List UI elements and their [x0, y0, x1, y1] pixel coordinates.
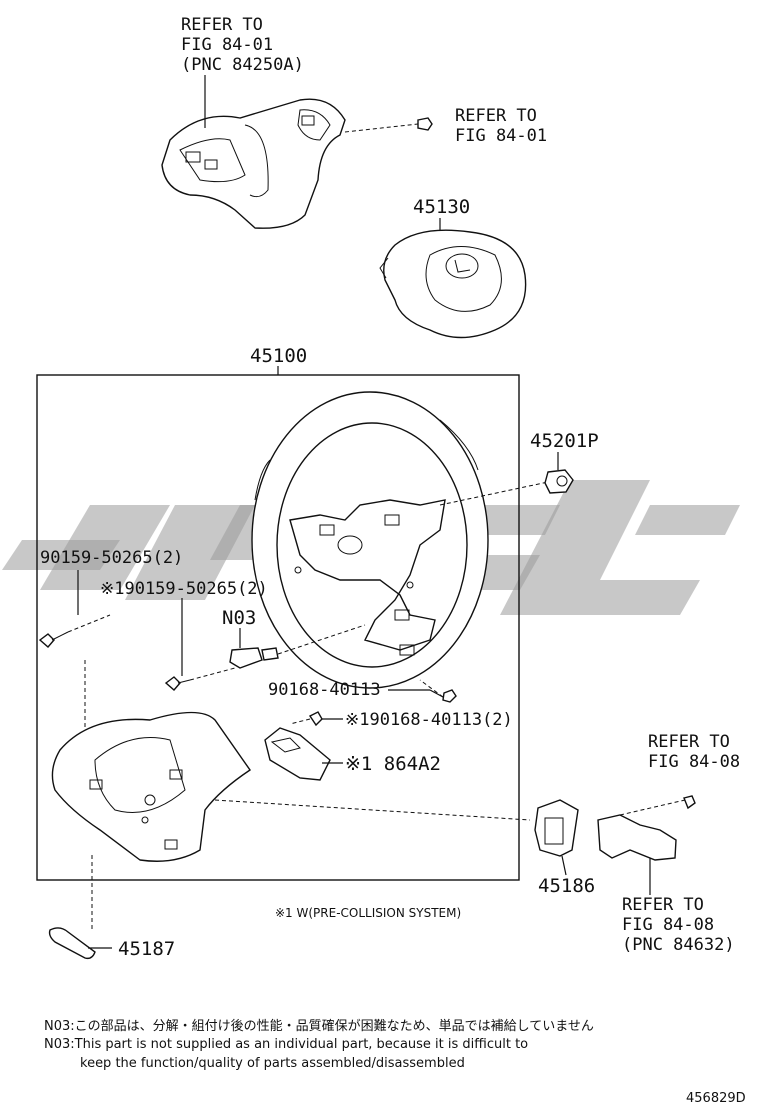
- bolt-90168-a-part: [388, 679, 457, 703]
- bolt-90159-b-part: [164, 598, 236, 691]
- refer-bottom-line3-label: (PNC 84632): [622, 935, 735, 955]
- refer-right-line2-label: FIG 84-01: [455, 126, 547, 146]
- part-90168-b-label: ※190168-40113(2): [345, 710, 513, 730]
- refer-bottom-line2-label: FIG 84-08: [622, 915, 714, 935]
- part-90159-a-label: 90159-50265(2): [40, 548, 183, 568]
- part-45130-label: 45130: [413, 196, 470, 218]
- steering-wheel-part: [251, 391, 549, 689]
- refer-mid-line2-label: FIG 84-08: [648, 752, 740, 772]
- note-english-line1: N03:This part is not supplied as an indi…: [44, 1037, 528, 1052]
- sensor-864a2-part: [264, 727, 343, 781]
- lower-cover-part: [51, 711, 531, 862]
- figure-id-label: 456829D: [686, 1091, 746, 1106]
- paddle-45186-part: [534, 799, 579, 876]
- part-864a2-label: ※1 864A2: [345, 753, 441, 775]
- refer-top-line1-label: REFER TO: [181, 15, 263, 35]
- turn-switch-part: [597, 795, 696, 895]
- part-45201p-label: 45201P: [530, 430, 599, 452]
- refer-mid-line1-label: REFER TO: [648, 732, 730, 752]
- refer-top-line3-label: (PNC 84250A): [181, 55, 304, 75]
- part-90168-a-label: 90168-40113: [268, 680, 381, 700]
- upper-switch-cover-part: [161, 75, 433, 229]
- note-japanese: N03:この部品は、分解・組付け後の性能・品質確保が困難なため、単品では補給して…: [44, 1018, 594, 1034]
- airbag-45130-part: [379, 218, 527, 339]
- bolt-90159-a-part: [38, 570, 111, 730]
- part-45100-label: 45100: [250, 345, 307, 367]
- refer-top-line2-label: FIG 84-01: [181, 35, 273, 55]
- refer-bottom-line1-label: REFER TO: [622, 895, 704, 915]
- part-45187-label: 45187: [118, 938, 175, 960]
- bolt-90168-b-part: [289, 711, 343, 727]
- part-n03-label: N03: [222, 607, 256, 629]
- part-90159-b-label: ※190159-50265(2): [100, 579, 268, 599]
- trim-45187-part: [48, 855, 112, 960]
- footnote-pre-collision: ※1 W(PRE-COLLISION SYSTEM): [275, 906, 461, 920]
- part-45186-label: 45186: [538, 875, 595, 897]
- refer-right-line1-label: REFER TO: [455, 106, 537, 126]
- nut-45201p-part: [544, 452, 574, 494]
- note-english-line2: keep the function/quality of parts assem…: [80, 1056, 465, 1071]
- connector-n03-part: [229, 624, 366, 669]
- steering-wheel-assembly-box: [36, 366, 520, 881]
